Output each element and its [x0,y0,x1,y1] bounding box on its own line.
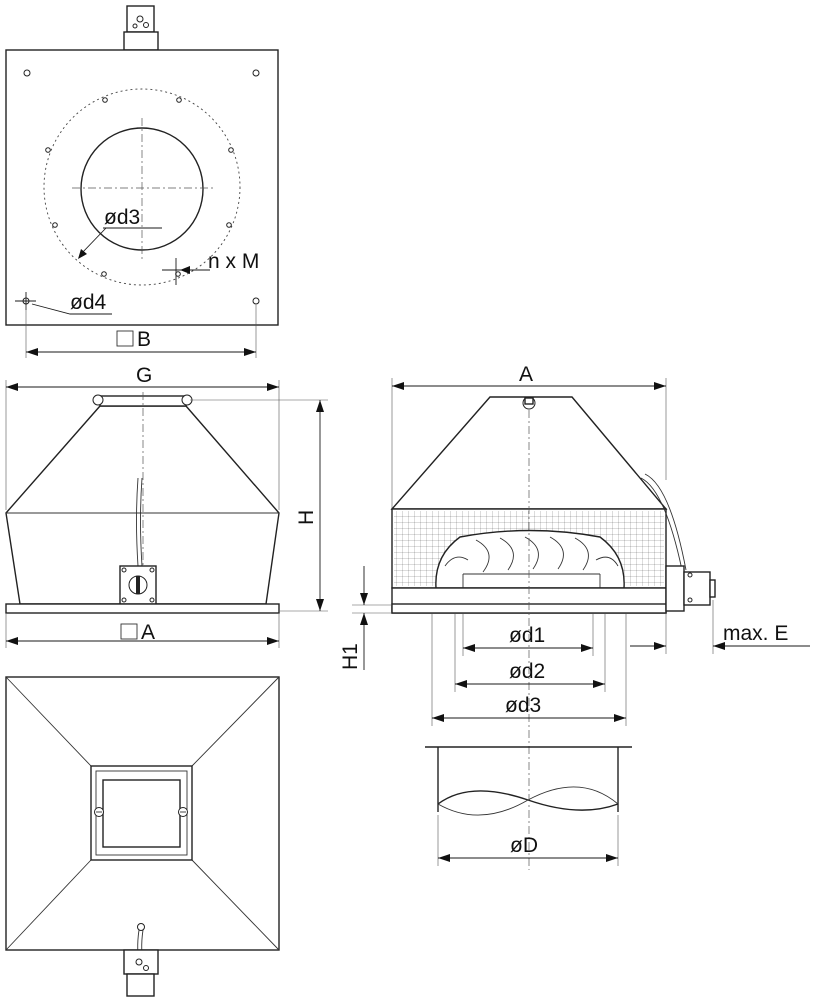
dim-label-max-e: max. E [723,622,788,645]
front-view: G H A [5,364,328,648]
dim-label-diameter-d: øD [510,834,538,857]
motor-terminal-box [123,5,159,51]
duct-connector: øD [425,746,632,866]
impeller-cutaway [435,529,625,589]
dim-label-d4: ød4 [70,291,107,314]
dim-label-g: G [136,364,152,387]
dim-label-a-side: A [519,363,533,386]
dim-label-d3-side: ød3 [505,694,541,717]
dim-label-d1: ød1 [509,624,545,647]
bolt-circle [43,88,241,286]
dim-label-d2: ød2 [509,660,545,683]
square-symbol-b [116,330,134,347]
bottom-terminal-box [123,949,159,997]
side-view: A H1 [339,363,810,870]
side-motor-box [665,565,685,612]
dim-label-b: B [137,328,151,351]
bolt-holes [45,97,234,277]
dim-label-holes: n x M [208,250,259,273]
top-view: ød3 n x M ød4 B [5,5,279,358]
dim-label-h1: H1 [339,643,362,670]
bottom-view [5,676,280,997]
dim-label-d3-top: ød3 [104,206,140,229]
square-symbol-a [120,623,138,640]
front-base-plate [5,603,280,614]
dim-label-h: H [295,510,318,525]
dim-label-a: A [141,621,155,644]
